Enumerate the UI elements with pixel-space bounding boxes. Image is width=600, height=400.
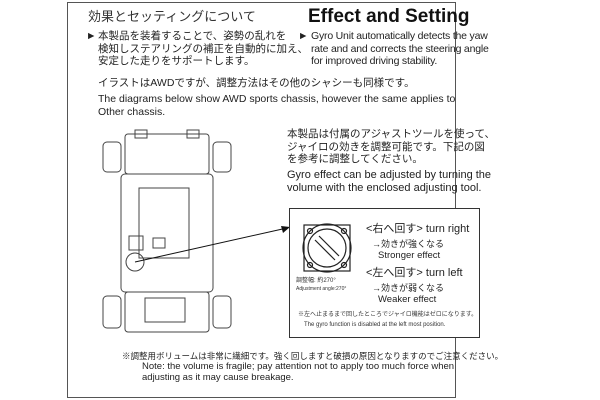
volume-dial-icon [302, 223, 352, 273]
chassis-note-en: The diagrams below show AWD sports chass… [98, 93, 456, 118]
adjust-jp: 本製品は付属のアジャストツールを使って、 ジャイロの効きを調整可能です。下記の図… [287, 128, 496, 165]
right-jp: →効きが強くなる [372, 239, 445, 249]
turn-right-label: <右へ回す> turn right [366, 223, 470, 235]
gyro-note-jp: ※左へ止まるまで回したところでジャイロ機能はゼロになります。 [298, 312, 478, 318]
footer-en: Note: the volume is fragile; pay attenti… [142, 361, 455, 383]
turn-left-label: <左へ回す> turn left [366, 267, 463, 279]
chassis-diagram [102, 129, 290, 333]
angle-en: Adjustment angle:270° [296, 286, 347, 292]
angle-jp: 調整幅: 約270° [296, 278, 336, 284]
bullet-icon: ► [298, 30, 309, 42]
left-jp: →効きが弱くなる [372, 283, 445, 293]
right-en: Stronger effect [378, 250, 441, 261]
adjustment-detail-box: 調整幅: 約270° Adjustment angle:270° <右へ回す> … [289, 208, 480, 338]
footer-jp: ※調整用ボリュームは非常に繊細です。強く回しますと破損の原因となりますのでご注意… [122, 351, 504, 361]
title-en: Effect and Setting [308, 6, 470, 27]
bullet-icon: ► [86, 30, 97, 42]
intro-jp: 本製品を装着することで、姿勢の乱れを 検知しステアリングの補正を自動的に加え、 … [98, 30, 308, 67]
gyro-note-en: The gyro function is disabled at the lef… [304, 322, 446, 328]
title-jp: 効果とセッティングについて [88, 9, 256, 24]
left-en: Weaker effect [378, 294, 437, 305]
adjust-en: Gyro effect can be adjusted by turning t… [287, 169, 492, 194]
page-frame [67, 2, 456, 398]
chassis-note-jp: イラストはAWDですが、調整方法はその他のシャシーも同様です。 [98, 77, 415, 89]
intro-en: Gyro Unit automatically detects the yaw … [311, 30, 489, 67]
